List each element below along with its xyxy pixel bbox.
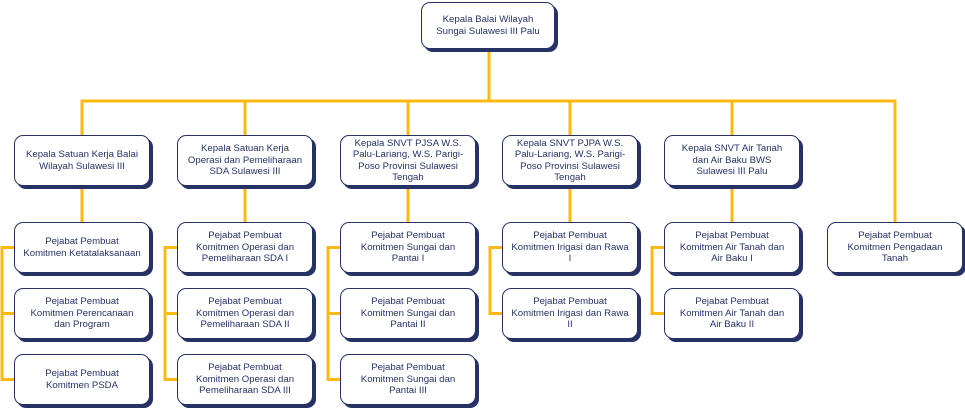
child-node[interactable]: Pejabat Pembuat Komitmen Irigasi dan Raw… [502,288,638,339]
node-label: Pejabat Pembuat Komitmen Sungai dan Pant… [360,362,456,397]
child-node[interactable]: Pejabat Pembuat Komitmen Pengadaan Tanah [827,222,963,273]
node-label: Pejabat Pembuat Komitmen Sungai dan Pant… [360,230,456,265]
child-node[interactable]: Pejabat Pembuat Komitmen Air Tanah dan A… [664,288,800,339]
node-label: Kepala Balai Wilayah Sungai Sulawesi III… [436,14,540,37]
root-node[interactable]: Kepala Balai Wilayah Sungai Sulawesi III… [421,2,555,49]
node-label: Pejabat Pembuat Komitmen Irigasi dan Raw… [511,296,629,331]
child-node[interactable]: Pejabat Pembuat Komitmen PSDA [14,354,150,405]
child-node[interactable]: Pejabat Pembuat Komitmen Operasi dan Pem… [177,288,313,339]
node-label: Pejabat Pembuat Komitmen Irigasi dan Raw… [511,230,629,265]
node-label: Pejabat Pembuat Komitmen PSDA [45,368,119,391]
node-label: Kepala Satuan Kerja Operasi dan Pemeliha… [187,143,303,178]
node-label: Kepala Satuan Kerja Balai Wilayah Sulawe… [25,149,138,172]
column-head-node[interactable]: Kepala Satuan Kerja Balai Wilayah Sulawe… [14,135,150,186]
node-label: Pejabat Pembuat Komitmen Perencanaan dan… [30,296,134,331]
node-label: Pejabat Pembuat Komitmen Ketatalaksanaan [23,236,141,259]
node-label: Kepala SNVT Air Tanah dan Air Baku BWS S… [681,143,783,178]
child-node[interactable]: Pejabat Pembuat Komitmen Operasi dan Pem… [177,222,313,273]
column-head-node[interactable]: Kepala SNVT PJSA W.S. Palu-Lariang, W.S.… [340,135,476,186]
child-node[interactable]: Pejabat Pembuat Komitmen Air Tanah dan A… [664,222,800,273]
sibling-bracket-connector [163,246,177,381]
node-label: Pejabat Pembuat Komitmen Air Tanah dan A… [679,230,785,265]
child-node[interactable]: Pejabat Pembuat Komitmen Sungai dan Pant… [340,288,476,339]
column-head-node[interactable]: Kepala SNVT PJPA W.S. Palu-Lariang, W.S.… [502,135,638,186]
sibling-bracket-connector [650,246,664,315]
child-node[interactable]: Pejabat Pembuat Komitmen Perencanaan dan… [14,288,150,339]
column-head-node[interactable]: Kepala Satuan Kerja Operasi dan Pemeliha… [177,135,313,186]
child-node[interactable]: Pejabat Pembuat Komitmen Irigasi dan Raw… [502,222,638,273]
child-node[interactable]: Pejabat Pembuat Komitmen Sungai dan Pant… [340,222,476,273]
column-head-node[interactable]: Kepala SNVT Air Tanah dan Air Baku BWS S… [664,135,800,186]
node-label: Kepala SNVT PJSA W.S. Palu-Lariang, W.S.… [352,137,464,184]
node-label: Pejabat Pembuat Komitmen Air Tanah dan A… [679,296,785,331]
child-node[interactable]: Pejabat Pembuat Komitmen Ketatalaksanaan [14,222,150,273]
child-node[interactable]: Pejabat Pembuat Komitmen Sungai dan Pant… [340,354,476,405]
node-label: Pejabat Pembuat Komitmen Operasi dan Pem… [195,296,295,331]
node-label: Pejabat Pembuat Komitmen Operasi dan Pem… [195,230,295,265]
node-label: Kepala SNVT PJPA W.S. Palu-Lariang, W.S.… [514,137,626,184]
node-label: Pejabat Pembuat Komitmen Sungai dan Pant… [360,296,456,331]
sibling-bracket-connector [326,246,340,381]
node-label: Pejabat Pembuat Komitmen Operasi dan Pem… [195,362,295,397]
node-label: Pejabat Pembuat Komitmen Pengadaan Tanah [847,230,943,265]
sibling-bracket-connector [488,246,502,315]
child-node[interactable]: Pejabat Pembuat Komitmen Operasi dan Pem… [177,354,313,405]
sibling-bracket-connector [0,246,14,381]
